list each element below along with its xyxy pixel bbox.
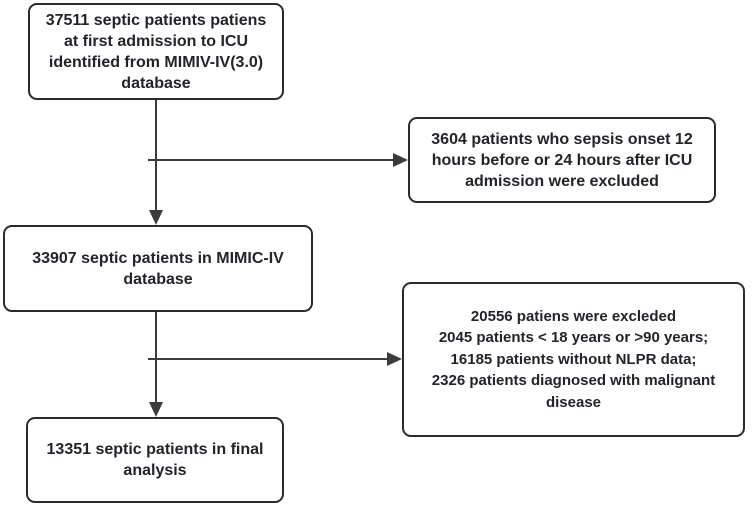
arrow-branch-exclusion-2-line: [148, 358, 388, 360]
box-exclusion-1-text: 3604 patients who sepsis onset 12 hours …: [431, 130, 693, 190]
box-exclusion-2-text: 20556 patiens were excleded 2045 patient…: [431, 307, 716, 411]
box-final-analysis: 13351 septic patients in final analysis: [26, 417, 284, 503]
arrow-branch-exclusion-1-head-icon: [393, 153, 408, 167]
arrow-branch-exclusion-1-line: [148, 159, 395, 161]
box-exclusion-1: 3604 patients who sepsis onset 12 hours …: [408, 117, 716, 203]
box-exclusion-2: 20556 patiens were excleded 2045 patient…: [402, 282, 745, 437]
box-initial-cohort-text: 37511 septic patients patiens at first a…: [45, 11, 267, 92]
arrow-initial-to-mimic-head-icon: [149, 210, 163, 225]
box-initial-cohort: 37511 septic patients patiens at first a…: [28, 3, 284, 100]
arrow-mimic-to-final-line: [155, 312, 157, 402]
box-final-analysis-text: 13351 septic patients in final analysis: [46, 441, 264, 479]
box-mimic-cohort: 33907 septic patients in MIMIC-IV databa…: [3, 225, 313, 312]
arrow-branch-exclusion-2-head-icon: [387, 352, 402, 366]
arrow-mimic-to-final-head-icon: [149, 402, 163, 417]
box-mimic-cohort-text: 33907 septic patients in MIMIC-IV databa…: [32, 249, 284, 288]
arrow-initial-to-mimic-line: [155, 100, 157, 210]
